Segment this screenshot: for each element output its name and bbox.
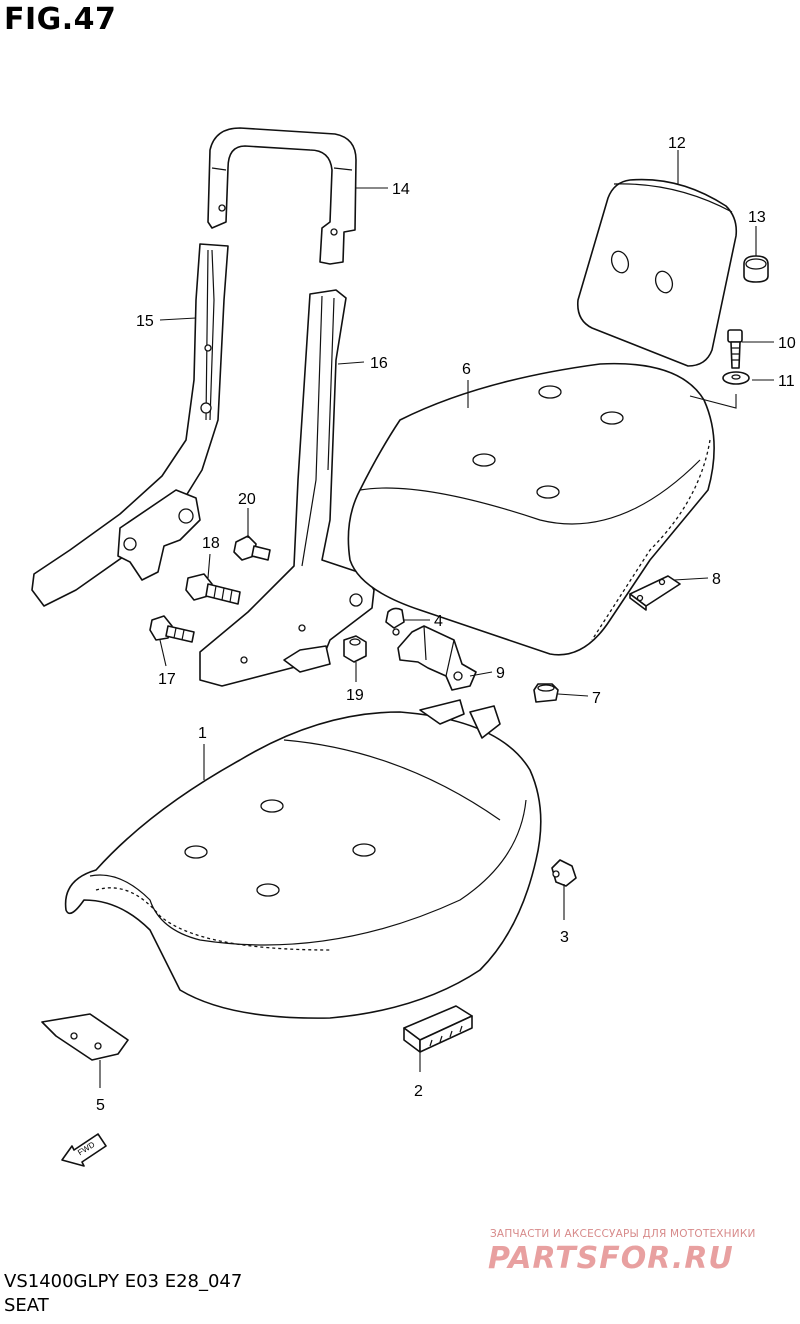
grommet-part — [743, 255, 769, 283]
callout-7: 7 — [592, 690, 601, 707]
bracket-part-8 — [629, 575, 681, 611]
callout-17: 17 — [158, 671, 176, 688]
pillion-seat-part — [347, 362, 715, 656]
callout-3: 3 — [560, 929, 569, 946]
bolt-part-20 — [233, 535, 271, 561]
rubber-cushion-part — [403, 1005, 473, 1053]
callout-6: 6 — [462, 361, 471, 378]
nut-part-19 — [343, 635, 367, 663]
callout-4: 4 — [434, 613, 443, 630]
callout-2: 2 — [414, 1083, 423, 1100]
backrest-pad-part — [576, 178, 738, 367]
seat-bracket-part-9 — [397, 625, 477, 691]
rider-seat-part — [64, 699, 542, 1019]
callout-19: 19 — [346, 687, 364, 704]
leader-lines — [99, 150, 774, 1088]
section-name: SEAT — [4, 1295, 49, 1316]
figure-title: FIG.47 — [4, 2, 117, 37]
grab-handle-part — [207, 127, 357, 265]
callout-20: 20 — [238, 491, 256, 508]
fwd-arrow-icon: FWD — [61, 1133, 107, 1167]
left-backrest-stay-part — [31, 243, 229, 607]
callout-15: 15 — [136, 313, 154, 330]
callout-1: 1 — [198, 725, 207, 742]
right-backrest-stay-part — [199, 289, 375, 687]
callout-8: 8 — [712, 571, 721, 588]
nut-part-4 — [385, 607, 405, 636]
bolt-part-10 — [727, 329, 743, 369]
grommet-part-7 — [533, 683, 559, 703]
model-code: VS1400GLPY E03 E28_047 — [4, 1271, 243, 1292]
callout-5: 5 — [96, 1097, 105, 1114]
callout-11: 11 — [778, 373, 795, 390]
plate-part-5 — [41, 1013, 129, 1061]
callout-9: 9 — [496, 665, 505, 682]
bolt-part-17 — [149, 615, 195, 643]
callout-18: 18 — [202, 535, 220, 552]
callout-12: 12 — [668, 135, 686, 152]
callout-16: 16 — [370, 355, 388, 372]
callout-14: 14 — [392, 181, 410, 198]
callout-13: 13 — [748, 209, 766, 226]
callout-10: 10 — [778, 335, 796, 352]
watermark-logo: PARTSFOR.RU — [488, 1241, 734, 1276]
grommet-part-3 — [551, 859, 577, 887]
watermark-tagline: ЗАПЧАСТИ И АКСЕССУАРЫ ДЛЯ МОТОТЕХНИКИ — [490, 1228, 756, 1240]
washer-part-11 — [722, 371, 750, 385]
bolt-part-18 — [185, 573, 241, 605]
